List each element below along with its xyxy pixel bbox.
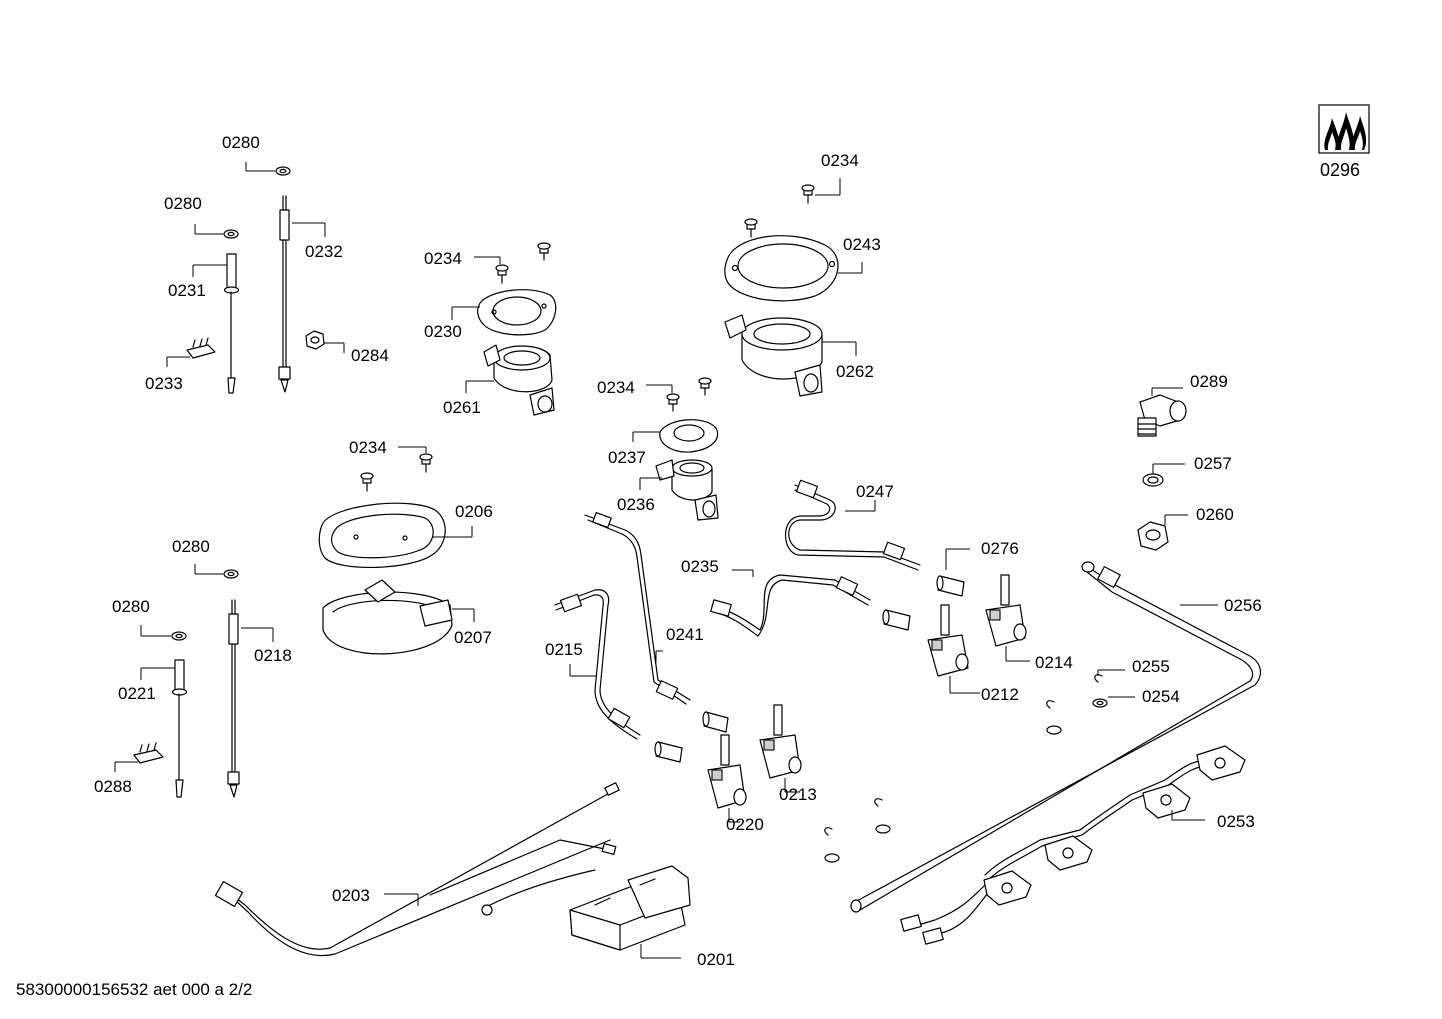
logo-label: 0296 (1320, 160, 1360, 180)
label-0232: 0232 (305, 242, 343, 261)
label-0234b: 0234 (597, 378, 635, 397)
gasket-0237 (632, 419, 719, 453)
label-0247: 0247 (856, 482, 894, 501)
nut-0284 (305, 330, 345, 353)
label-0203: 0203 (332, 886, 370, 905)
label-0284: 0284 (351, 346, 389, 365)
label-0212: 0212 (981, 685, 1019, 704)
ignition-electrode-0221 (140, 659, 188, 798)
ignition-electrode-0231 (192, 253, 240, 394)
label-0234d: 0234 (821, 151, 859, 170)
label-0280c: 0280 (172, 537, 210, 556)
label-0255: 0255 (1132, 657, 1170, 676)
gas-flame-icon (1318, 104, 1370, 154)
label-0233: 0233 (145, 374, 183, 393)
label-0234c: 0234 (349, 438, 387, 457)
washer-0280-third (194, 564, 239, 579)
gas-valve-0212 (927, 604, 980, 694)
clip-0233 (166, 337, 216, 367)
gas-pipe-0241 (584, 511, 691, 705)
label-0215: 0215 (545, 640, 583, 659)
label-0280a: 0280 (222, 133, 260, 152)
label-0234a: 0234 (424, 249, 462, 268)
label-0236: 0236 (617, 495, 655, 514)
label-0241: 0241 (666, 625, 704, 644)
thermo-plug-0276 (945, 548, 970, 570)
label-0256: 0256 (1224, 596, 1262, 615)
nut-0260 (1137, 514, 1188, 551)
label-0201: 0201 (697, 950, 735, 969)
label-0214: 0214 (1035, 653, 1073, 672)
ignition-module-0201 (569, 865, 691, 959)
label-0237: 0237 (608, 448, 646, 467)
washer-0254 (1092, 696, 1135, 708)
label-0280b: 0280 (164, 194, 202, 213)
ignition-switches-0253 (900, 745, 1246, 945)
label-0254: 0254 (1142, 687, 1180, 706)
wiring-harness-0203 (214, 782, 620, 957)
plug-connectors (654, 575, 965, 763)
gas-valve-0214 (985, 574, 1030, 662)
screw-0234-c (360, 446, 433, 492)
label-0213: 0213 (779, 785, 817, 804)
washer-0280-second (194, 224, 239, 239)
screw-0234-b (646, 377, 712, 412)
label-0220: 0220 (726, 815, 764, 834)
label-0206: 0206 (455, 502, 493, 521)
label-0262: 0262 (836, 362, 874, 381)
circlip-0255 (1094, 669, 1125, 683)
gasket-0230 (451, 289, 557, 336)
gas-pipe-0235 (710, 569, 871, 637)
document-id: 58300000156532 aet 000 a 2/2 (16, 980, 253, 999)
label-0231: 0231 (168, 281, 206, 300)
gasket-0206 (318, 502, 473, 569)
gasket-0243 (724, 235, 863, 302)
label-0243: 0243 (843, 235, 881, 254)
screw-0234-d (744, 178, 841, 238)
label-0230: 0230 (424, 322, 462, 341)
burner-base-0207 (322, 579, 475, 655)
label-0261: 0261 (443, 398, 481, 417)
label-0221: 0221 (118, 684, 156, 703)
washer-0280-fourth (140, 625, 187, 641)
label-0257: 0257 (1194, 454, 1232, 473)
gas-valve-0213 (759, 704, 802, 793)
label-0276: 0276 (981, 539, 1019, 558)
elbow-connector-0289 (1137, 387, 1187, 437)
label-0260: 0260 (1196, 505, 1234, 524)
washer-0280-top (245, 162, 291, 176)
label-0235: 0235 (681, 557, 719, 576)
label-0280d: 0280 (112, 597, 150, 616)
gas-pipe-0215 (554, 589, 641, 740)
burner-housing-0262 (724, 314, 857, 397)
gas-valve-0220 (707, 734, 747, 823)
label-0289: 0289 (1190, 372, 1228, 391)
label-0253: 0253 (1217, 812, 1255, 831)
gas-manifold-pipe-0256 (850, 561, 1262, 913)
burner-housing-0236 (639, 459, 719, 521)
thermocouple-0232 (278, 195, 326, 393)
screw-0234-a (474, 242, 551, 284)
washer-0257 (1142, 463, 1185, 487)
label-0218: 0218 (254, 646, 292, 665)
label-0288: 0288 (94, 777, 132, 796)
burner-housing-0261 (465, 344, 555, 416)
label-0207: 0207 (454, 628, 492, 647)
gas-pipe-0247 (785, 479, 921, 571)
circlips-center (824, 700, 1062, 863)
thermocouple-0218 (227, 599, 274, 798)
clip-0288 (114, 742, 164, 772)
